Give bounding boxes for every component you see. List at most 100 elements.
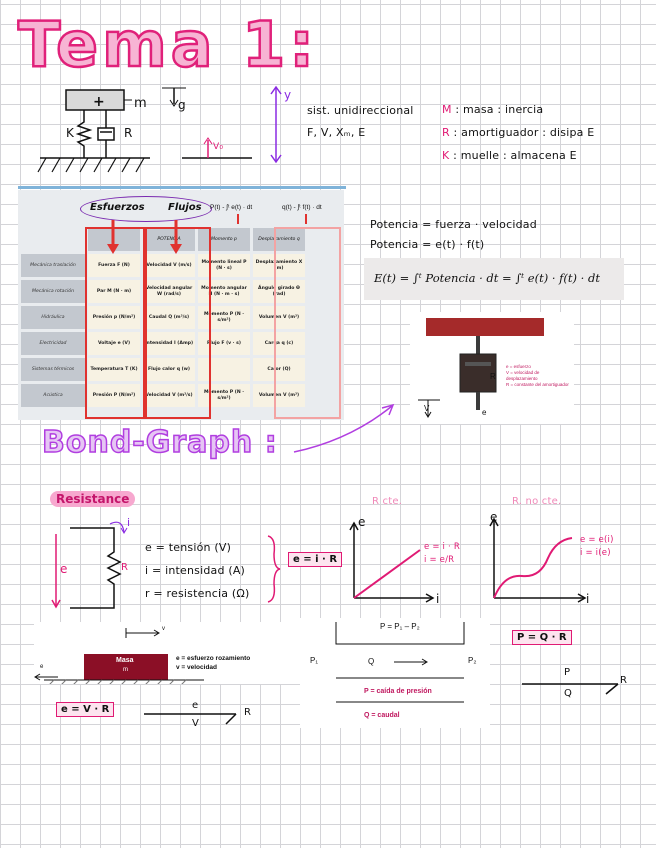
legend-r: R : amortiguador : disipa E [442,126,595,139]
mass-spring-damper-diagram [37,85,282,173]
friction-m-label: m [123,667,128,673]
cell: Volumen V (m³) [253,306,305,329]
row-name: Acústica [21,384,85,407]
cell: Momento P (N · s/m²) [198,306,250,329]
table-row: Hidráulica Presión p (N/m²) Caudal Q (m³… [21,306,305,329]
graph2-label-1: e = e(i) [580,535,614,545]
cell: Velocidad V (m³/s) [143,384,195,407]
hydraulic-image: P = P₁ – P₂ P₁ P₂ Q P = caída de presión… [300,618,490,728]
displacement-column-highlight [274,227,341,419]
damper-e: e [482,408,487,417]
hydraulic-bond [522,683,619,695]
friction-mass-label: Masa [116,657,134,664]
damper-legend-1: e = esfuerzo [506,364,531,369]
cell: Intensidad I (Amp) [143,332,195,355]
cell: Presión p (N/m²) [88,306,140,329]
hydraulic-legend-2: Q = caudal [364,712,400,719]
cell: Presión P (N/m²) [88,384,140,407]
header-flujos: Flujos [168,202,202,213]
friction-formula: e = V · R [56,702,115,717]
hydraulic-formula: P = Q · R [512,630,572,645]
graph1-title: R cte. [372,496,403,507]
y-label: y [284,88,292,102]
header-esfuerzos: Esfuerzos [90,202,145,213]
hydraulic-bond-p: P [564,667,571,678]
header-ellipse [80,196,212,222]
cell: Temperatura T (K) [88,358,140,381]
graph1-label-2: i = e/R [424,555,455,565]
friction-e-label: e [40,664,44,670]
friction-illustration [34,628,204,687]
hydraulic-q: Q [368,657,375,666]
damper-illustration [418,318,544,418]
hydraulic-p1: P₁ [310,656,319,665]
k-label: K [66,126,75,140]
row-name: Mecánica rotación [21,280,85,303]
resistor-circuit [51,521,128,609]
cell: Par M (N · m) [88,280,140,303]
resistance-formula: e = i · R [288,552,343,567]
resistance-e: e [60,562,68,576]
bond-graph-title: Bond-Graph : [41,424,278,461]
hydraulic-bond-r: R [620,675,628,686]
cell [198,358,250,381]
legend-m: M : masa : inercia [442,103,544,116]
power-line-1: Potencia = fuerza · velocidad [370,218,537,231]
hydraulic-bond-q: Q [564,688,573,699]
damper-legend: e = esfuerzo V = velocidad de desplazami… [506,364,570,387]
cell: Caudal Q (m³/s) [143,306,195,329]
friction-legend: e = esfuerzo rozamiento v = velocidad [176,654,250,672]
friction-legend-1: e = esfuerzo rozamiento [176,655,251,662]
graph2-axis-e: e [490,510,498,524]
cell: Volumen V (m³) [253,384,305,407]
m-label: m [134,96,147,111]
hdr-2: POTENCIA [143,228,195,251]
cell: Flujo F (v · s) [198,332,250,355]
resistance-def-1: e = tensión (V) [145,541,232,554]
legend-k: K : muelle : almacena E [442,149,577,162]
r-label: R [124,126,133,140]
mass-plus-label: + [93,94,105,110]
effort-column-highlight [85,227,145,419]
resistance-def-3: r = resistencia (Ω) [145,587,250,600]
cell: Velocidad V (m/s) [143,254,195,277]
resistance-r: R [121,562,129,573]
friction-legend-2: v = velocidad [176,664,218,672]
table-top-bar [18,186,346,189]
friction-bond [144,713,237,725]
page-title: Tema 1: [17,7,319,83]
cell: Carga q (c) [253,332,305,355]
damper-legend-2: V = velocidad de desplazamiento [506,369,540,381]
table-row: Mecánica rotación Par M (N · m) Velocida… [21,280,305,303]
hdr-4: Desplazamiento q [253,228,305,251]
graph1-label-1: e = i · R [424,542,460,552]
effort-flow-table: Esfuerzos Flujos P(t) - ∫ᵗ e(t) · dt q(t… [18,190,344,420]
damper-r: R [490,372,496,381]
cell: Velocidad angular W (rad/s) [143,280,195,303]
resistance-title: Resistance [50,491,136,507]
graph1-axis-i: i [436,592,440,606]
row-name: Hidráulica [21,306,85,329]
resistance-def-2: i = intensidad (A) [145,564,246,577]
damper-v: V [424,404,430,413]
graph2-label-2: i = i(e) [580,548,611,558]
brace [267,535,281,603]
bond-graph-arrow [293,403,395,453]
cell: Fuerza F (N) [88,254,140,277]
friction-v-label: v [162,626,165,632]
graph1-axis-e: e [358,515,366,529]
cell: Ángulo girado Θ (rad) [253,280,305,303]
cell: Momento angular H (N · m · s) [198,280,250,303]
cell: Flujo calor q (w) [143,358,195,381]
row-name: Electricidad [21,332,85,355]
power-line-2: Potencia = e(t) · f(t) [370,238,485,251]
cell: Momento P (N · s/m²) [198,384,250,407]
cell: Voltaje e (V) [88,332,140,355]
system-note-1: sist. unidireccional [307,104,414,117]
friction-bond-r: R [244,707,252,718]
table-row: Mecánica traslación Fuerza F (N) Velocid… [21,254,305,277]
damper-image: R V e e = esfuerzo V = velocidad de desp… [410,312,574,424]
table-row: Electricidad Voltaje e (V) Intensidad I … [21,332,305,355]
energy-formula-box: E(t) = ∫ᵗ Potencia · dt = ∫ᵗ e(t) · f(t)… [364,258,624,300]
energy-formula: E(t) = ∫ᵗ Potencia · dt = ∫ᵗ e(t) · f(t)… [374,271,600,285]
